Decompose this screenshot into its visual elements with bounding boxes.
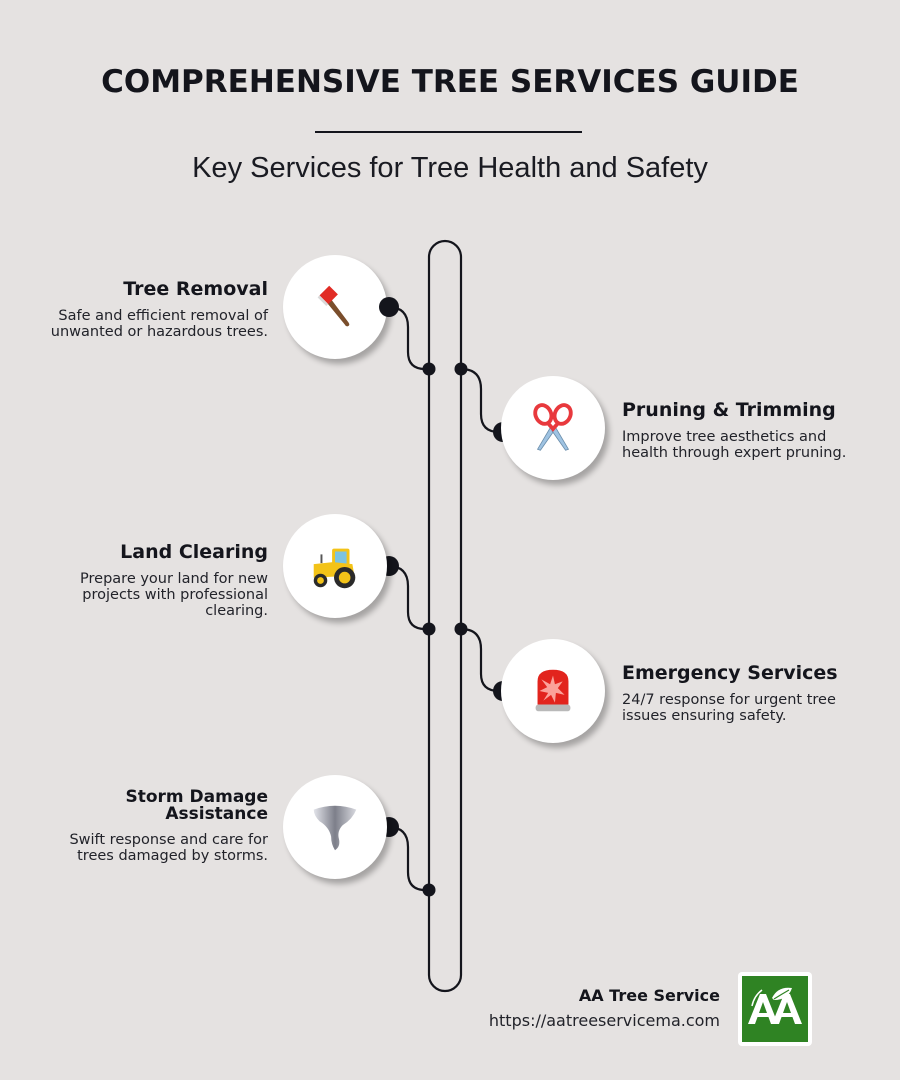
logo-background [742,976,808,1042]
tractor-icon [313,548,356,589]
service-storm-damage: Storm Damage Assistance Swift response a… [38,787,268,865]
service-description: Improve tree aesthetics and health throu… [622,429,847,461]
company-url-link[interactable]: https://aatreeservicema.com [488,1011,720,1030]
page-subtitle: Key Services for Tree Health and Safety [192,152,708,184]
service-title: Tree Removal [123,278,268,300]
page-title: COMPREHENSIVE TREE SERVICES GUIDE [101,64,799,100]
tornado-icon [313,805,357,851]
service-title: Storm Damage Assistance [125,787,268,824]
service-icon-circle [283,775,387,879]
company-name: AA Tree Service [578,986,720,1005]
aa-leaf-logo-icon [748,987,802,1024]
service-description: 24/7 response for urgent tree issues ens… [622,692,836,724]
service-icon-circle [283,255,387,359]
title-divider [315,131,582,133]
company-logo [738,972,812,1046]
service-description: Swift response and care for trees damage… [69,832,268,864]
service-title: Pruning & Trimming [622,399,836,421]
service-icon-circle [501,639,605,743]
service-description: Prepare your land for new projects with … [80,571,268,619]
service-title: Land Clearing [120,541,268,563]
service-land-clearing: Land Clearing Prepare your land for new … [38,541,268,620]
siren-icon [535,669,571,712]
service-icon-circle [501,376,605,480]
service-tree-removal: Tree Removal Safe and efficient removal … [38,278,268,341]
service-title: Emergency Services [622,662,838,684]
axe-icon [317,285,350,327]
scissors-icon [533,403,573,451]
service-description: Safe and efficient removal of unwanted o… [50,308,268,340]
service-icon-circle [283,514,387,618]
service-emergency-services: Emergency Services 24/7 response for urg… [622,662,852,725]
service-pruning-trimming: Pruning & Trimming Improve tree aestheti… [622,399,852,462]
